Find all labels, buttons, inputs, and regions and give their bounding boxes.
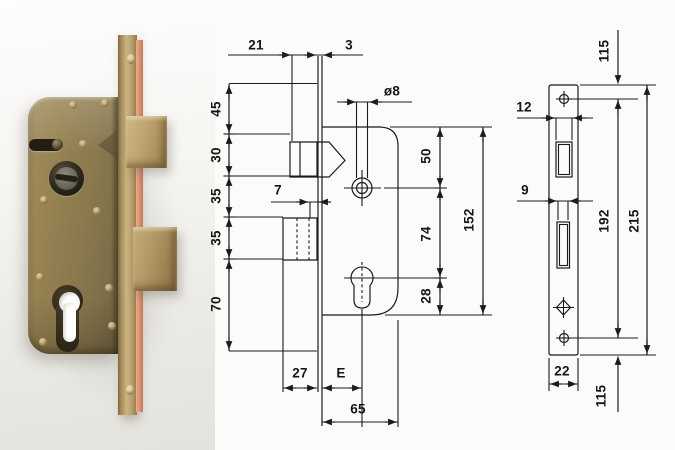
dim-label-3: 3 [345,37,353,53]
rivet [79,140,87,148]
rivet [69,101,77,109]
dead-bolt [133,227,177,291]
lock-photo [0,0,215,450]
rivet [108,322,116,330]
dim-label-45: 45 [208,101,224,117]
dim-label-35b: 35 [208,230,224,246]
lever-pin [52,139,63,150]
front-view [517,30,656,412]
dim-label-30: 30 [208,147,224,163]
rivet [36,273,44,281]
rivet [39,338,47,346]
rivet [93,207,101,215]
side-view [223,51,492,427]
dim-label-65: 65 [350,401,366,417]
dim-label-70: 70 [208,296,224,312]
dim-label-22: 22 [554,363,570,379]
case-edge-shadow [111,97,119,354]
dim-label-9: 9 [521,182,529,198]
dim-label-74: 74 [418,226,434,242]
rivet [101,99,109,107]
dim-label-28: 28 [418,288,434,304]
faceplate-screw-hole [126,385,134,395]
rivet [40,196,48,204]
dim-label-12: 12 [516,99,532,115]
dim-label-21: 21 [248,37,264,53]
dim-label-7: 7 [274,182,282,198]
euro-keyhole-stem [63,303,76,342]
faceplate-painted-edge [136,40,143,412]
dim-label-192: 192 [596,209,612,233]
dim-label-152: 152 [461,208,477,232]
dim-label-115-bottom: 115 [593,384,609,408]
dim-label-35a: 35 [208,188,224,204]
rivet [105,284,113,292]
dim-label-215: 215 [626,209,642,233]
dim-label-E: E [336,365,346,381]
dim-label-115-top: 115 [596,39,612,63]
dim-label-50: 50 [418,148,434,164]
latch-bolt [126,116,167,168]
dim-label-27: 27 [292,365,308,381]
dim-label-dia8: ø8 [383,83,401,99]
faceplate-screw-hole [127,54,135,64]
